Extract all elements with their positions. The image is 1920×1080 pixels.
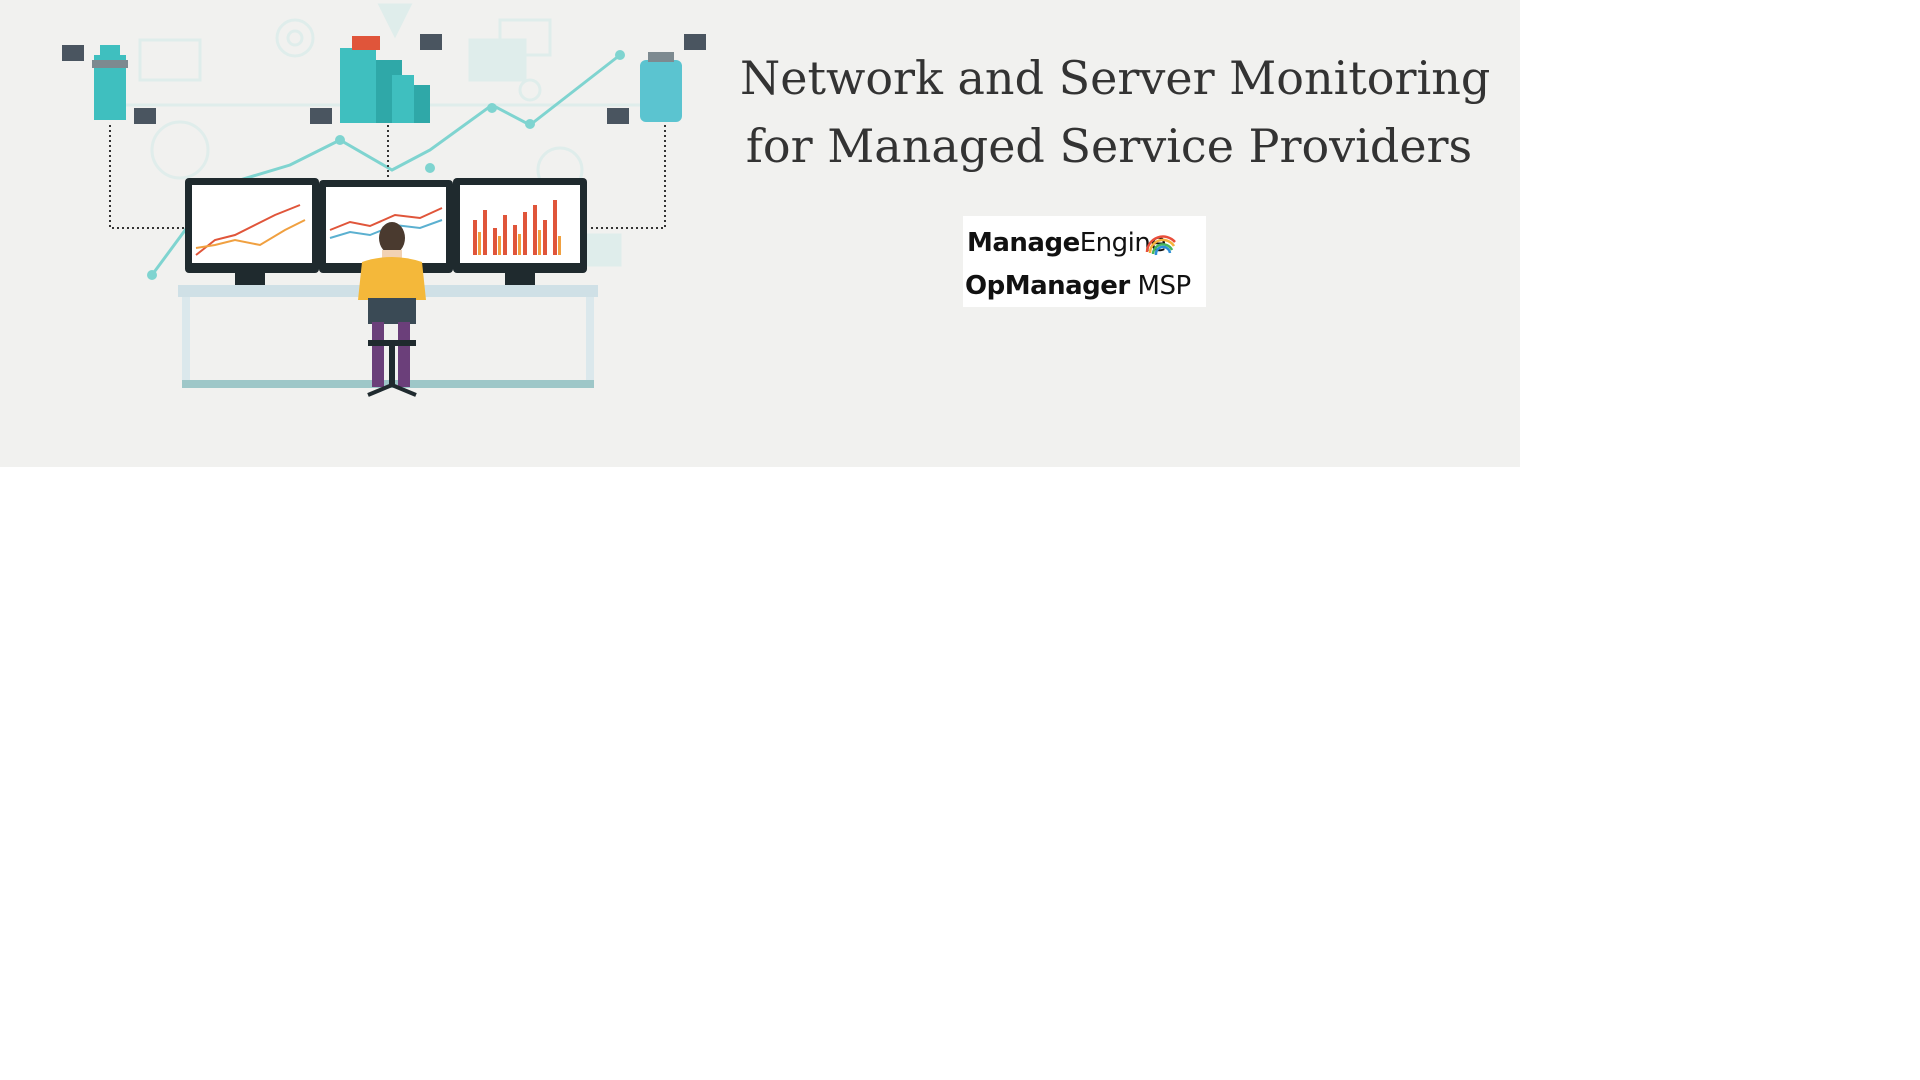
- trend-points: [147, 50, 625, 280]
- monitor-right: [453, 178, 587, 287]
- page-title: Network and Server Monitoring for Manage…: [740, 44, 1491, 180]
- opmanager-msp-wordmark: OpManager MSP: [965, 271, 1191, 301]
- rainbow-arc-icon: [1145, 235, 1176, 256]
- office-building-icon: [92, 36, 682, 123]
- monitor-left: [185, 178, 319, 287]
- title-line-2: for Managed Service Providers: [745, 119, 1473, 173]
- hero-banner: Network and Server Monitoring for Manage…: [0, 0, 1520, 467]
- connectors: [109, 125, 666, 229]
- opmanager-msp-logo: ManageEngine OpManager MSP: [963, 216, 1206, 307]
- server-rack-icon: [62, 34, 706, 124]
- monitoring-illustration: [62, 3, 706, 397]
- title-line-1: Network and Server Monitoring: [740, 51, 1491, 105]
- person-at-desk: [358, 222, 426, 397]
- manageengine-wordmark: ManageEngine: [967, 228, 1166, 258]
